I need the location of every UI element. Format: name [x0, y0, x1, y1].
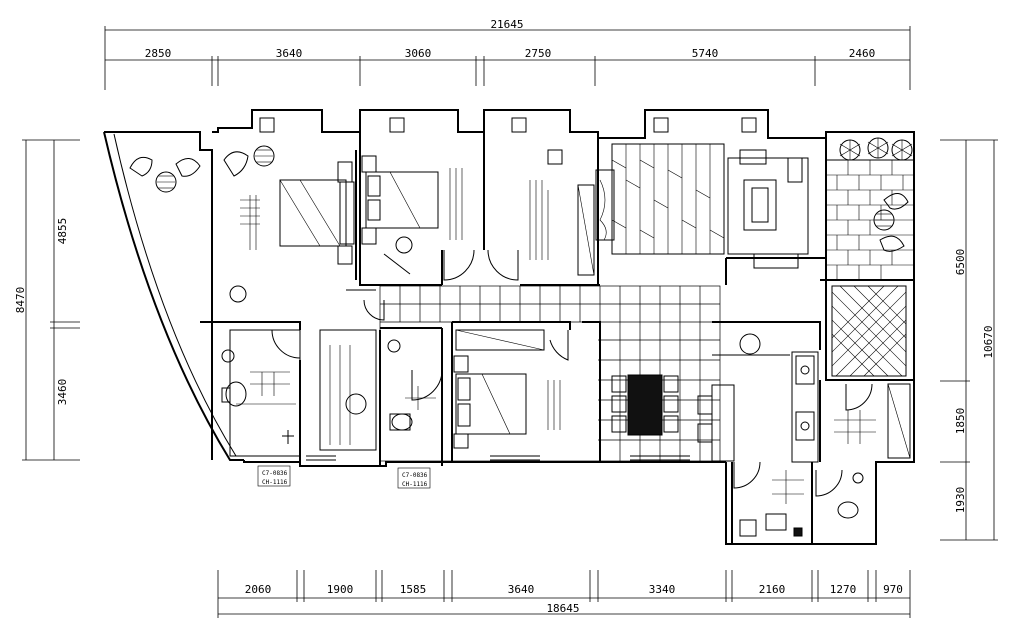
balcony-seating [129, 145, 909, 252]
bottom-dim-4: 3640 [508, 583, 535, 596]
floor-tile-grid [379, 285, 721, 462]
left-dim-1: 4855 [56, 218, 69, 245]
door-swings [271, 249, 873, 497]
top-dim-5: 5740 [692, 47, 719, 60]
interior-walls [200, 132, 914, 544]
plant-icon [839, 139, 861, 161]
bottom-dim-1: 2060 [245, 583, 272, 596]
top-dim-4: 2750 [525, 47, 552, 60]
top-dim-2: 3640 [276, 47, 303, 60]
window-tag-2-line2: CH-1116 [402, 481, 428, 488]
bed-second [361, 155, 439, 245]
window-tag-1-line1: C7-0836 [262, 470, 288, 477]
bottom-dim-6: 2160 [759, 583, 786, 596]
dining-table [611, 374, 713, 443]
desk-chairs [259, 117, 757, 254]
left-dim-2: 3460 [56, 379, 69, 406]
plant-icon [867, 137, 889, 159]
terrace-brick-floor [825, 159, 915, 281]
bed-fourth [453, 329, 545, 449]
bathroom-fixtures [221, 285, 911, 537]
bed-master [279, 161, 355, 265]
south-windows [306, 455, 690, 461]
bottom-dim-8: 970 [883, 583, 903, 596]
plant-icon-group [839, 137, 913, 161]
right-dimension-chain: 6500 1850 1930 10670 [940, 139, 998, 541]
exterior-walls [103, 109, 915, 545]
bottom-dim-2: 1900 [327, 583, 354, 596]
bottom-overall-dimension: 18645 [546, 602, 579, 615]
right-overall-dimension: 10670 [982, 325, 995, 358]
wardrobe-hatching [240, 168, 595, 430]
kitchen-counters [711, 333, 819, 463]
top-dim-3: 3060 [405, 47, 432, 60]
plant-icon [891, 139, 913, 161]
top-overall-dimension: 21645 [490, 18, 523, 31]
bottom-dim-5: 3340 [649, 583, 676, 596]
window-tag-2: C7-0836 CH-1116 [397, 467, 431, 489]
top-dim-1: 2850 [145, 47, 172, 60]
bottom-dim-3: 1585 [400, 583, 427, 596]
window-tag-1-line2: CH-1116 [262, 479, 288, 486]
top-dim-6: 2460 [849, 47, 876, 60]
top-dimension-chain: 21645 2850 3640 3060 2750 5740 2460 [104, 18, 911, 90]
living-room-sofa-set [595, 149, 809, 269]
left-overall-dimension: 8470 [14, 287, 27, 314]
diamond-tile-floor [831, 285, 907, 377]
bottom-dimension-chain: 2060 1900 1585 3640 3340 2160 1270 970 1… [217, 570, 911, 618]
right-dim-2: 1850 [954, 408, 967, 435]
left-dimension-chain: 8470 4855 3460 [14, 139, 80, 461]
window-tag-1: C7-0836 CH-1116 [257, 465, 291, 487]
window-tag-2-line1: C7-0836 [402, 472, 428, 479]
parquet-floor [611, 143, 725, 255]
right-dim-1: 6500 [954, 249, 967, 276]
right-dim-3: 1930 [954, 487, 967, 514]
bottom-dim-7: 1270 [830, 583, 857, 596]
